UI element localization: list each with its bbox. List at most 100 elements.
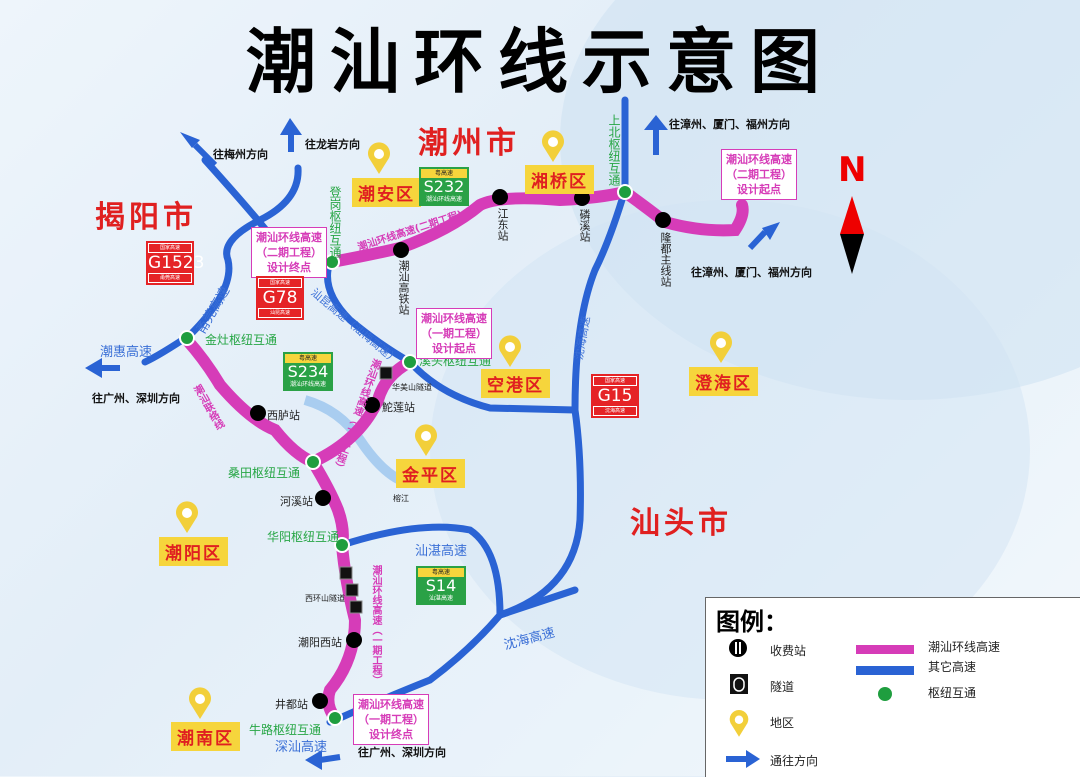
legend-swatch-ring xyxy=(856,645,914,654)
tunnel-label-xihuanshan: 西环山隧道 xyxy=(305,594,345,603)
city-label-jieyang: 揭阳市 xyxy=(95,200,197,235)
highway-label-shenshan: 深汕高速 xyxy=(275,740,328,755)
note-phase1-start: 潮汕环线高速（一期工程）设计起点 xyxy=(416,308,492,359)
legend-label-direction: 通往方向 xyxy=(770,754,819,768)
district-chaoyang: 潮阳区 xyxy=(159,537,228,566)
station-label-xilu: 西胪站 xyxy=(267,409,300,422)
direction-arrow-icon xyxy=(180,132,200,148)
district-chaonan: 潮南区 xyxy=(171,722,240,751)
district-chenghai: 澄海区 xyxy=(689,367,758,396)
north-compass: N xyxy=(838,150,866,280)
station-label-linxi: 磷溪站 xyxy=(578,209,591,242)
direction-zhangzhou-north: 往漳州、厦门、福州方向 xyxy=(669,118,790,131)
station-label-hexi: 河溪站 xyxy=(280,495,313,508)
tunnel-icon xyxy=(339,566,353,580)
toll-station-icon xyxy=(729,639,747,657)
junction-shangbei xyxy=(617,184,633,200)
junction-label-niulu: 牛路枢纽互通 xyxy=(249,723,322,737)
note-phase2-start: 潮汕环线高速（二期工程）设计起点 xyxy=(721,149,797,200)
toll-station-icon xyxy=(393,242,409,258)
station-label-chaoshan-hsr: 潮汕高铁站 xyxy=(397,260,410,315)
note-phase2-end: 潮汕环线高速（二期工程）设计终点 xyxy=(251,227,327,278)
legend-label-ring: 潮汕环线高速 xyxy=(928,640,1001,654)
district-konggang: 空港区 xyxy=(481,369,550,398)
note-phase1-end: 潮汕环线高速（一期工程）设计终点 xyxy=(353,694,429,745)
legend-label-toll: 收费站 xyxy=(770,644,807,658)
tunnel-icon xyxy=(345,583,359,597)
direction-arrow-icon xyxy=(726,750,760,768)
location-pin-icon xyxy=(415,424,437,456)
ring-link xyxy=(181,334,319,468)
direction-longyan: 往龙岩方向 xyxy=(305,138,360,151)
location-pin-icon xyxy=(729,709,749,737)
district-xiangqiao: 湘桥区 xyxy=(525,165,594,194)
district-chaoan: 潮安区 xyxy=(352,178,421,207)
city-label-shantou: 汕头市 xyxy=(630,506,732,541)
location-pin-icon xyxy=(499,335,521,367)
tunnel-icon xyxy=(379,366,393,380)
legend-title: 图例： xyxy=(716,608,788,636)
highway-shankun xyxy=(324,258,579,414)
junction-label-jinzao: 金灶枢纽互通 xyxy=(205,333,278,347)
north-label: N xyxy=(838,150,867,190)
district-jinping: 金平区 xyxy=(396,459,465,488)
junction-sangtian xyxy=(305,454,321,470)
river-label: 榕江 xyxy=(393,494,409,503)
direction-arrow-icon xyxy=(85,358,102,378)
direction-arrow-icon xyxy=(644,115,668,130)
junction-jinzao xyxy=(179,330,195,346)
junction-niulu xyxy=(327,710,343,726)
location-pin-icon xyxy=(189,687,211,719)
junction-xitou xyxy=(402,354,418,370)
tunnel-icon xyxy=(349,600,363,614)
station-label-jingdu: 井都站 xyxy=(275,698,308,711)
river-rongjiang xyxy=(303,395,403,485)
legend-label-junction: 枢纽互通 xyxy=(928,686,977,700)
station-label-tuolian: 鮀莲站 xyxy=(382,401,415,414)
location-pin-icon xyxy=(542,130,564,162)
tunnel-label-huameishan: 华美山隧道 xyxy=(392,383,432,392)
toll-station-icon xyxy=(346,632,362,648)
direction-arrow-icon xyxy=(762,222,780,240)
toll-station-icon xyxy=(574,190,590,206)
junction-label-huayang: 华阳枢纽互通 xyxy=(267,530,340,544)
legend-label-district: 地区 xyxy=(770,716,795,730)
direction-zhangzhou-east: 往漳州、厦门、福州方向 xyxy=(691,266,812,279)
legend-label-tunnel: 隧道 xyxy=(770,680,795,694)
tunnel-icon xyxy=(730,674,748,694)
direction-arrow-icon xyxy=(280,118,302,135)
toll-station-icon xyxy=(250,405,266,421)
city-label-chaozhou: 潮州市 xyxy=(418,126,520,161)
junction-label-shangbei: 上北枢纽互通 xyxy=(607,114,621,186)
toll-station-icon xyxy=(364,397,380,413)
junction-label-denggang: 登岗枢纽互通 xyxy=(328,186,342,258)
station-label-chaoyang-west: 潮阳西站 xyxy=(298,636,342,649)
highway-label-chaohui: 潮惠高速 xyxy=(100,345,153,360)
highway-shenhai xyxy=(326,96,629,726)
station-label-longdu: 隆都主线站 xyxy=(659,232,672,287)
direction-guangzhou-south: 往广州、深圳方向 xyxy=(358,746,446,759)
highway-shanzhan xyxy=(338,523,579,620)
station-label-jiangdong: 江东站 xyxy=(496,208,509,241)
junction-huayang xyxy=(334,537,350,553)
toll-station-icon xyxy=(492,189,508,205)
toll-station-icon xyxy=(312,693,328,709)
direction-arrow-icon xyxy=(305,750,322,770)
location-pin-icon xyxy=(176,501,198,533)
highway-yongguan-chaohui xyxy=(141,164,302,366)
junction-label-sangtian: 桑田枢纽互通 xyxy=(228,466,301,480)
location-pin-icon xyxy=(368,142,390,174)
highway-label-shanzhan: 汕湛高速 xyxy=(415,544,468,559)
location-pin-icon xyxy=(710,331,732,363)
direction-meizhou: 往梅州方向 xyxy=(213,148,268,161)
ring-label-phase1-south: 潮汕环线高速（一期工程） xyxy=(370,565,381,685)
legend-swatch-other xyxy=(856,666,914,675)
toll-station-icon xyxy=(315,490,331,506)
compass-needle-icon xyxy=(840,196,864,274)
